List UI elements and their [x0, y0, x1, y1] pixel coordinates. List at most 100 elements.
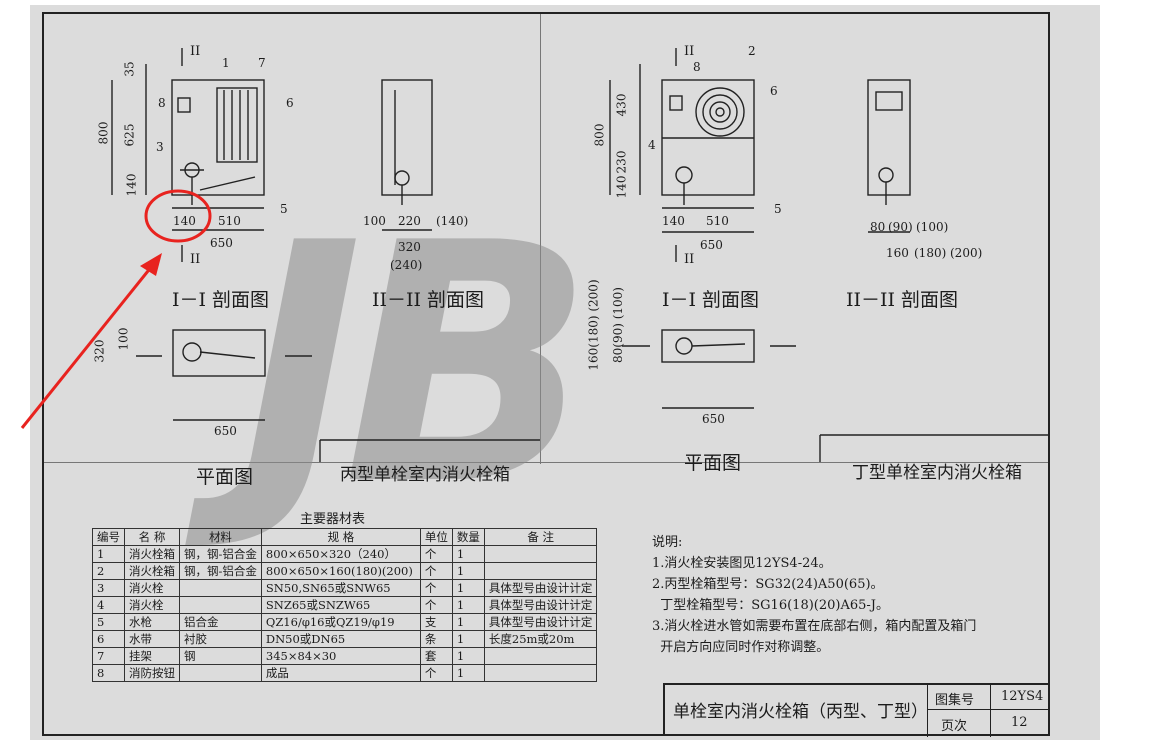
col-header: 材料 [179, 528, 262, 546]
table-cell: 1 [451, 647, 485, 665]
table-cell: 7 [92, 647, 125, 665]
dim-label: (180) [914, 246, 947, 260]
dim-label: 510 [218, 214, 241, 228]
note-line: 开启方向应同时作对称调整。 [652, 640, 830, 655]
dim-label: (240) [390, 258, 423, 272]
atlas-label: 图集号 [935, 693, 975, 708]
plan-view-title: 平面图 [684, 452, 742, 474]
table-row: 3 消火栓 SN50,SN65或SNW65 个 1 具体型号由设计计定 [92, 579, 598, 597]
dim-label: 625 [122, 123, 137, 147]
table-cell: 800×650×320（240） [260, 545, 421, 563]
table-cell: 长度25m或20m [483, 630, 598, 648]
note-line: 丁型栓箱型号：SG16(18)(20)A65-J。 [652, 598, 890, 613]
table-row: 8 消防按钮 成品 个 1 [92, 664, 598, 682]
table-cell: 钢 [179, 647, 262, 665]
dim-label: 650 [214, 424, 237, 438]
table-cell: 个 [419, 545, 453, 563]
dim-label: 140 [614, 175, 629, 199]
left-plan-box [172, 329, 266, 377]
table-cell [179, 664, 262, 682]
dim-label: 140 [124, 173, 139, 197]
note-line: 1.消火栓安装图见12YS4-24。 [652, 556, 832, 571]
parts-table-caption: 主要器材表 [300, 512, 366, 527]
left-hose-rack [216, 87, 258, 163]
dim-label: (140) [436, 214, 469, 228]
table-cell [179, 579, 262, 597]
table-cell: 个 [419, 562, 453, 580]
dim-label: 140 [173, 214, 196, 228]
title-block: 单栓室内消火栓箱（丙型、丁型） 图集号 12YS4 页次 12 [663, 683, 1050, 737]
table-cell: DN50或DN65 [260, 630, 421, 648]
dim-label: 650 [700, 238, 723, 252]
table-cell: 1 [451, 664, 485, 682]
section-view-title: II－II 剖面图 [846, 289, 959, 311]
table-cell: 钢，钢-铝合金 [179, 562, 262, 580]
table-cell: 衬胶 [179, 630, 262, 648]
table-cell: 成品 [260, 664, 421, 682]
table-cell: 支 [419, 613, 453, 631]
table-cell: SNZ65或SNZW65 [260, 596, 421, 614]
col-header: 名 称 [124, 528, 180, 546]
jb-watermark: JB [240, 173, 594, 557]
notes-title: 说明: [652, 535, 683, 550]
table-cell [483, 664, 598, 682]
col-header: 备 注 [483, 528, 598, 546]
table-cell: 水带 [124, 630, 180, 648]
table-cell [483, 545, 598, 563]
table-row: 5 水枪 铝合金 QZ16/φ16或QZ19/φ19 支 1 具体型号由设计计定 [92, 613, 598, 631]
table-cell: SN50,SN65或SNW65 [260, 579, 421, 597]
dim-label: 320 [398, 240, 421, 254]
table-cell: 4 [92, 596, 125, 614]
table-cell: 345×84×30 [260, 647, 421, 665]
table-cell [179, 596, 262, 614]
table-row: 6 水带 衬胶 DN50或DN65 条 1 长度25m或20m [92, 630, 598, 648]
table-cell: 3 [92, 579, 125, 597]
table-cell: 1 [451, 579, 485, 597]
callout-number: 6 [770, 84, 778, 98]
callout-number: 4 [648, 138, 656, 152]
table-cell: QZ16/φ16或QZ19/φ19 [260, 613, 421, 631]
drawing-title: 单栓室内消火栓箱（丙型、丁型） [673, 702, 928, 722]
table-row: 7 挂架 钢 345×84×30 套 1 [92, 647, 598, 665]
dim-label: 320 [92, 339, 107, 363]
dim-label: 80 [870, 220, 886, 234]
col-header: 编号 [92, 528, 125, 546]
atlas-value: 12YS4 [1001, 689, 1044, 704]
note-line: 2.丙型栓箱型号：SG32(24)A50(65)。 [652, 577, 884, 592]
table-cell: 1 [451, 545, 485, 563]
table-row: 2 消火栓箱 钢，钢-铝合金 800×650×160(180)(200) 个 1 [92, 562, 598, 580]
table-cell: 消火栓箱 [124, 562, 180, 580]
table-cell: 挂架 [124, 647, 180, 665]
dim-label: 510 [706, 214, 729, 228]
dim-label: 650 [210, 236, 233, 250]
right-hose-reel [695, 87, 745, 137]
table-cell: 个 [419, 579, 453, 597]
table-cell: 消火栓箱 [124, 545, 180, 563]
dim-label: 100 [116, 327, 131, 351]
table-cell: 铝合金 [179, 613, 262, 631]
callout-number: 7 [258, 56, 266, 70]
section-view-title: I－I 剖面图 [662, 289, 760, 311]
left-alarm-button [177, 97, 191, 113]
table-cell: 个 [419, 664, 453, 682]
table-cell: 具体型号由设计计定 [483, 579, 598, 597]
right-side-box [867, 79, 911, 196]
table-cell [483, 562, 598, 580]
table-cell: 具体型号由设计计定 [483, 596, 598, 614]
dim-label: 430 [614, 93, 629, 117]
type-title: 丙型单栓室内消火栓箱 [340, 465, 510, 485]
table-cell: 1 [92, 545, 125, 563]
right-alarm-button [669, 95, 683, 111]
table-cell: 1 [451, 562, 485, 580]
table-cell: 钢，钢-铝合金 [179, 545, 262, 563]
dim-label: 80(90) (100) [610, 287, 625, 363]
table-row: 4 消火栓 SNZ65或SNZW65 个 1 具体型号由设计计定 [92, 596, 598, 614]
dim-label: (90) [888, 220, 913, 234]
section-mark: II [684, 252, 695, 267]
table-cell: 6 [92, 630, 125, 648]
col-header: 单位 [419, 528, 453, 546]
table-cell [483, 647, 598, 665]
center-divider [540, 14, 541, 464]
dim-label: (100) [916, 220, 949, 234]
left-side-box [381, 79, 433, 196]
